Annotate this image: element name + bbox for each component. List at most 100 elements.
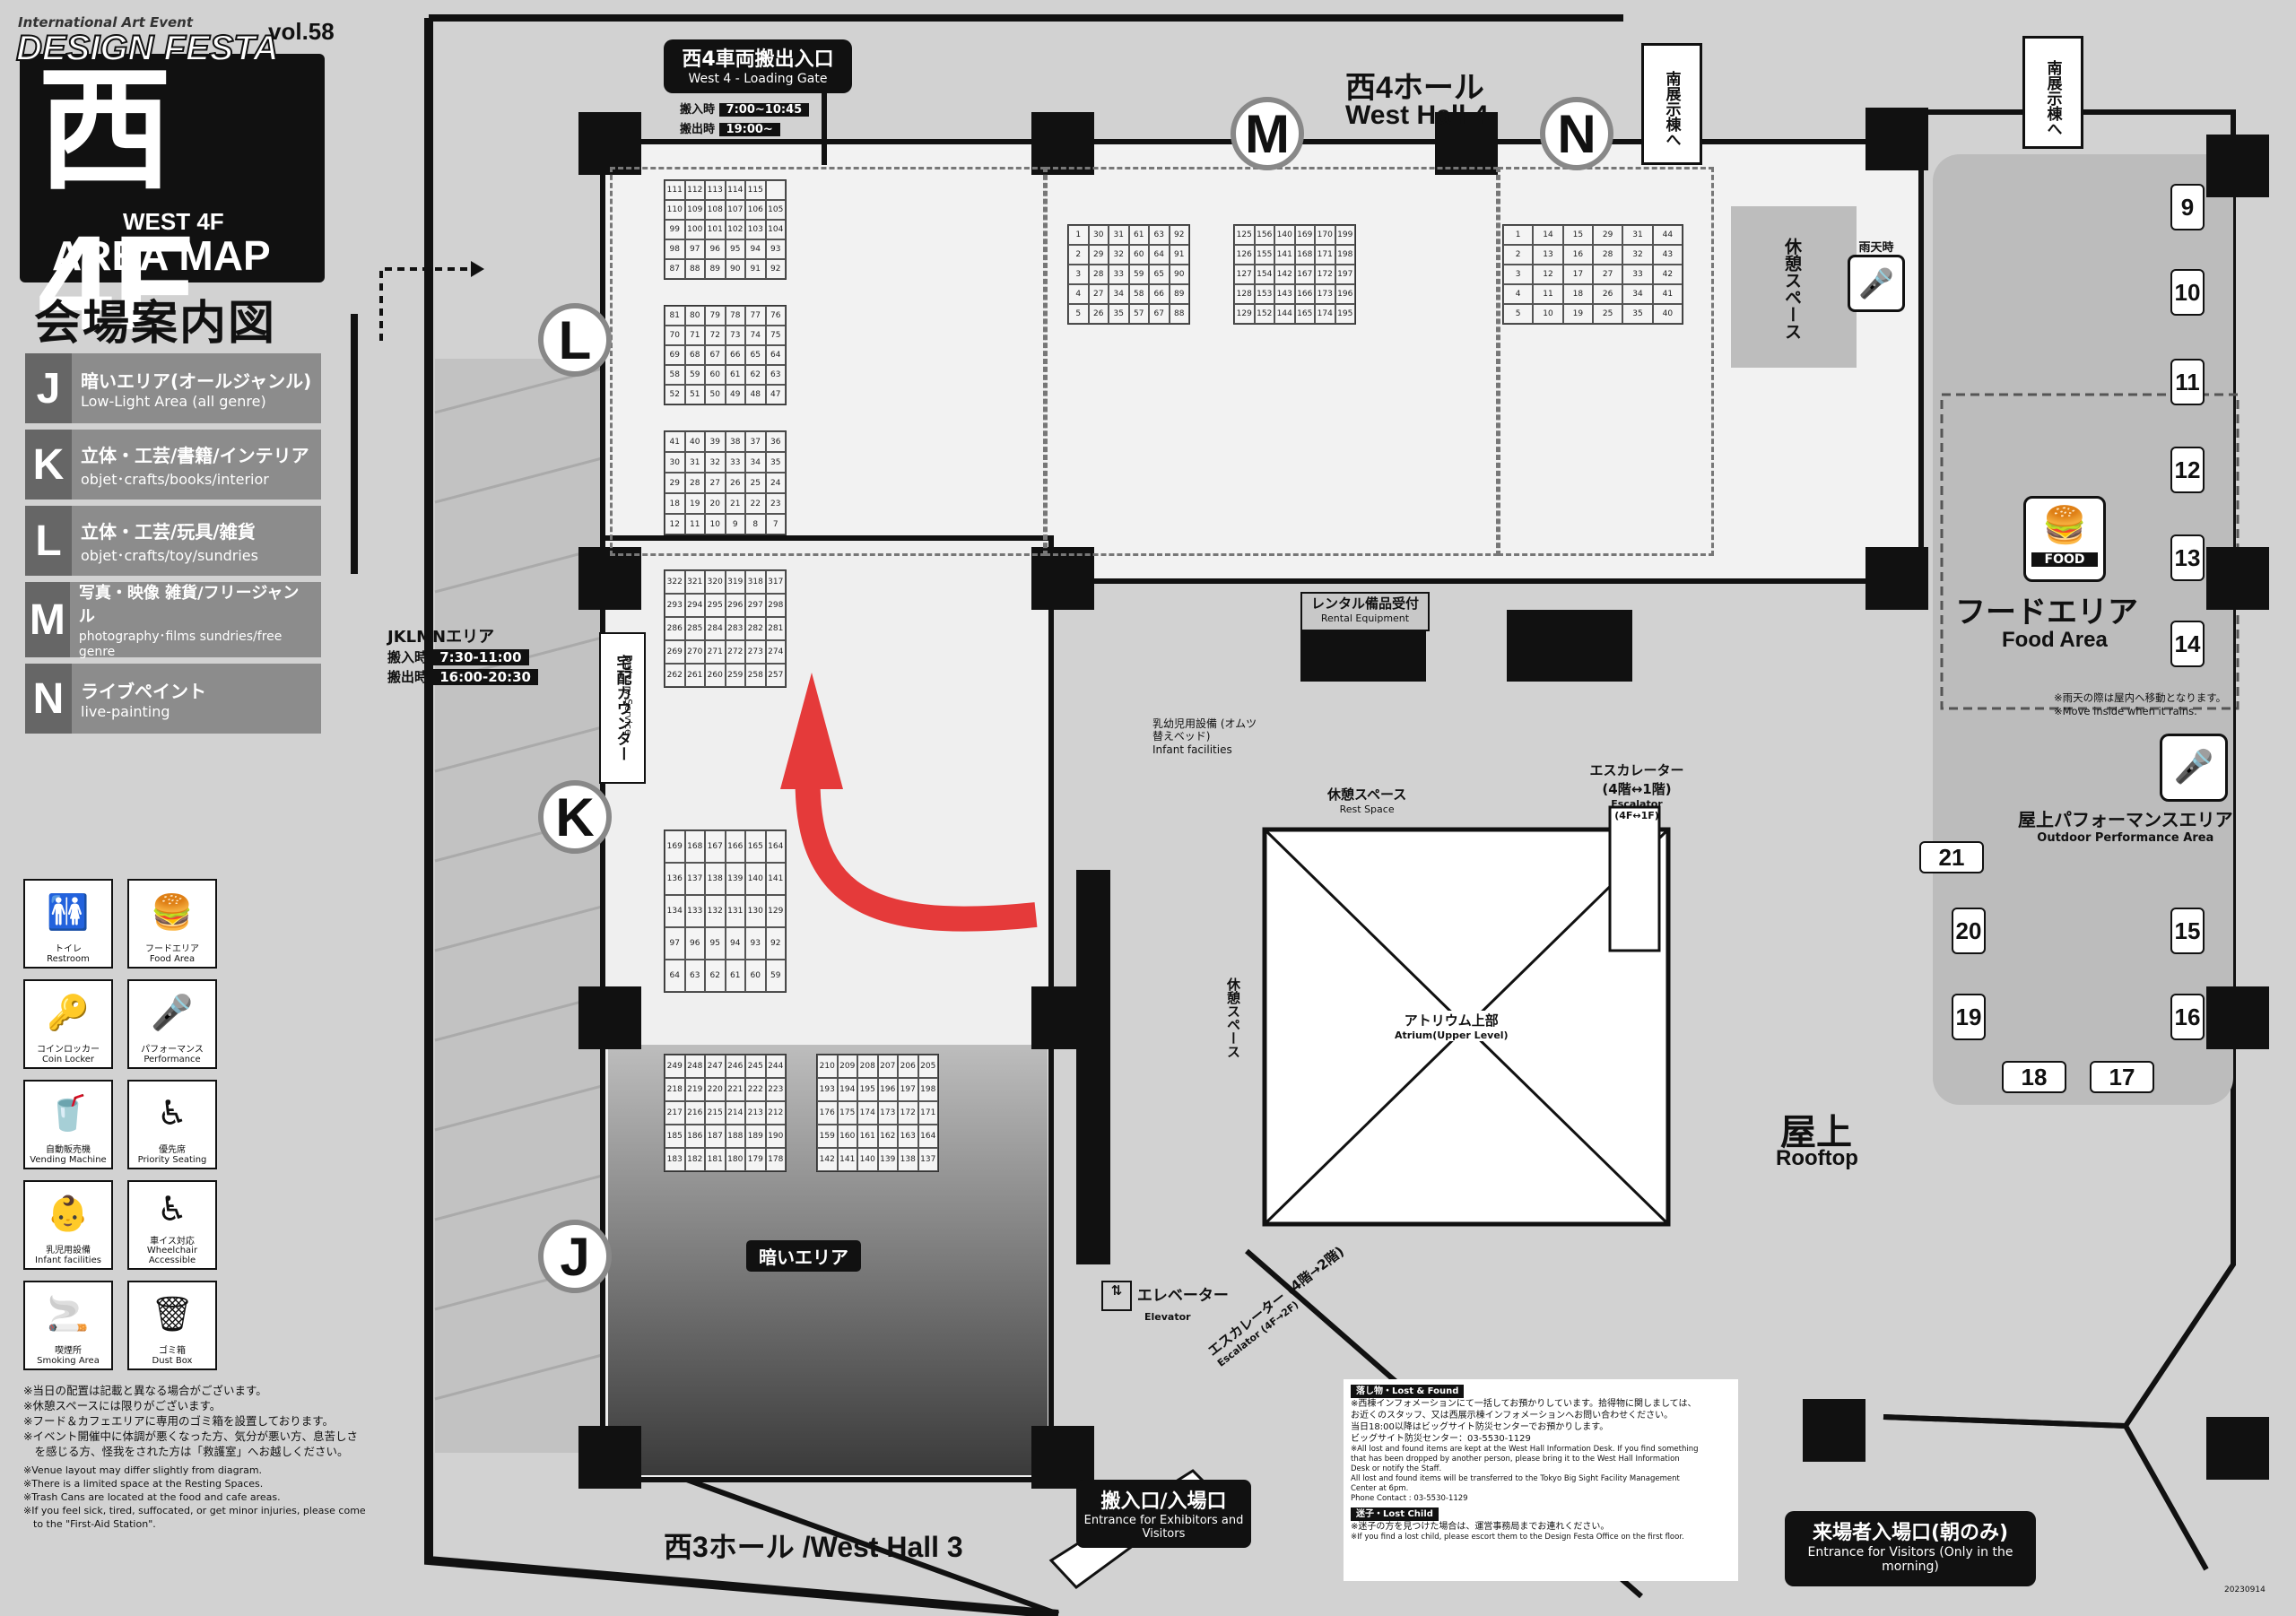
logo-volume: vol.58: [268, 18, 335, 45]
rooftop-booth: 20: [1952, 908, 1986, 954]
booth-cell: 110: [665, 200, 685, 220]
booth-cell: 62: [705, 960, 726, 992]
icon-label-jp: 自動販売機: [46, 1145, 91, 1155]
booth-cell: 65: [1149, 265, 1170, 284]
note-line: を感じる方、怪我をされた方は「救護室」へお越しください。: [23, 1444, 349, 1458]
out-time: 19:00~: [718, 123, 780, 136]
booth-cell: 166: [725, 830, 745, 863]
booth-cell: 171: [918, 1101, 938, 1125]
booth-cell: 210: [817, 1055, 838, 1078]
booth-cell: 130: [745, 895, 766, 927]
booth-cell: 321: [684, 570, 705, 594]
booth-cell: 257: [765, 664, 786, 687]
lost-found-line: All lost and found items will be transfe…: [1351, 1474, 1680, 1484]
booth-cell: 70: [665, 326, 685, 345]
legend-letter: K: [25, 430, 72, 500]
booth-cell: 249: [665, 1055, 685, 1078]
rooftop-booth: 10: [2170, 269, 2205, 316]
rest-space-jp: 休憩スペース: [1225, 977, 1241, 1058]
booth-cell: 206: [898, 1055, 918, 1078]
rest-space-en: Rest Space: [1339, 804, 1395, 815]
booth-cell: 113: [705, 180, 726, 200]
booth-cell: 4: [1503, 284, 1534, 304]
booth-cell: 60: [745, 960, 766, 992]
booth-cell: 92: [1169, 225, 1189, 245]
booth-cell: 93: [765, 239, 786, 259]
note-line: ※Trash Cans are located at the food and …: [23, 1491, 281, 1504]
booth-cell: 92: [765, 259, 786, 279]
booth-cell: 36: [765, 431, 786, 452]
lost-child-title: 迷子・Lost Child: [1351, 1507, 1439, 1522]
booth-cell: 97: [665, 927, 685, 960]
visitor-entrance-jp: 来場者入場口(朝のみ): [1812, 1522, 2009, 1544]
outdoor-performance-label: 屋上パフォーマンスエリア Outdoor Performance Area: [2018, 805, 2233, 845]
booth-cell: 167: [1294, 265, 1315, 284]
booth-cell: 88: [1169, 304, 1189, 324]
pillar: [1435, 112, 1498, 175]
outdoor-perf-en: Outdoor Performance Area: [2037, 831, 2214, 845]
booth-cell: 171: [1315, 245, 1335, 265]
booth-cell: 25: [1592, 304, 1623, 324]
outdoor-performance-icon: 🎤: [2160, 734, 2228, 802]
wall-block: [1076, 1031, 1110, 1264]
vending-machine-icon: 🥤: [47, 1093, 90, 1134]
booth-cell: 43: [1652, 245, 1683, 265]
wall-block: [1507, 610, 1632, 682]
zone-n-outline: [1498, 167, 1714, 556]
rest-space-north: 休憩スペース: [1731, 206, 1857, 368]
booth-cell: 50: [705, 385, 726, 404]
dust-box-icon: 🗑: [150, 1294, 195, 1334]
booth-cell: 155: [1254, 245, 1274, 265]
booth-cell: 34: [745, 452, 766, 473]
booth-cell: 172: [1315, 265, 1335, 284]
booth-cell: 296: [725, 594, 745, 617]
icon-label-en: Priority Seating: [137, 1154, 207, 1165]
logo-title: DESIGN FESTA: [15, 28, 280, 69]
booth-cell: 165: [745, 830, 766, 863]
booth-cell: 140: [857, 1148, 878, 1171]
booth-cell: 80: [684, 306, 705, 326]
booth-cell: 173: [1315, 284, 1335, 304]
elevator-en: Elevator: [1144, 1311, 1191, 1323]
booth-cell: 37: [745, 431, 766, 452]
zone-marker-l: L: [538, 303, 612, 377]
legend-en: objet･crafts/books/interior: [81, 470, 269, 488]
booth-cell: [765, 180, 786, 200]
booth-cell: 140: [745, 863, 766, 895]
food-area-en: Food Area: [2002, 628, 2108, 652]
booth-cell: 318: [745, 570, 766, 594]
booth-cell: 76: [765, 306, 786, 326]
booth-cell: 168: [684, 830, 705, 863]
loading-gate-times: 搬入時 7:00~10:45 搬出時 19:00~: [680, 100, 810, 140]
zone-marker-n: N: [1540, 97, 1613, 170]
pillar: [1866, 108, 1928, 170]
icon-label-jp: パフォーマンス: [141, 1045, 204, 1055]
out-label: 搬出時: [387, 669, 429, 685]
loading-gate-sign: 西4車両搬出入口 West 4 - Loading Gate: [664, 39, 852, 93]
booth-cell: 164: [765, 830, 786, 863]
booth-cell: 98: [665, 239, 685, 259]
burger-icon: 🍔: [2042, 505, 2087, 546]
booth-cell: 134: [665, 895, 685, 927]
booth-cell: 32: [1622, 245, 1653, 265]
booth-cell: 77: [745, 306, 766, 326]
booth-cell: 18: [665, 493, 685, 514]
booth-cell: 286: [665, 617, 685, 640]
booth-cell: 57: [1128, 304, 1149, 324]
booth-cell: 297: [745, 594, 766, 617]
booth-cell: 28: [1592, 245, 1623, 265]
booth-cell: 197: [898, 1078, 918, 1101]
booth-cell: 166: [1294, 284, 1315, 304]
booth-cell: 138: [705, 863, 726, 895]
pillar: [1031, 547, 1094, 610]
food-area-jp: フードエリア: [1955, 595, 2138, 630]
general-notes: ※当日の配置は記載と異なる場合がございます。 ※休憩スペースには限りがございます…: [23, 1384, 391, 1532]
booth-cell: 216: [684, 1101, 705, 1125]
booth-cell: 197: [1335, 265, 1355, 284]
booth-cell: 194: [837, 1078, 857, 1101]
